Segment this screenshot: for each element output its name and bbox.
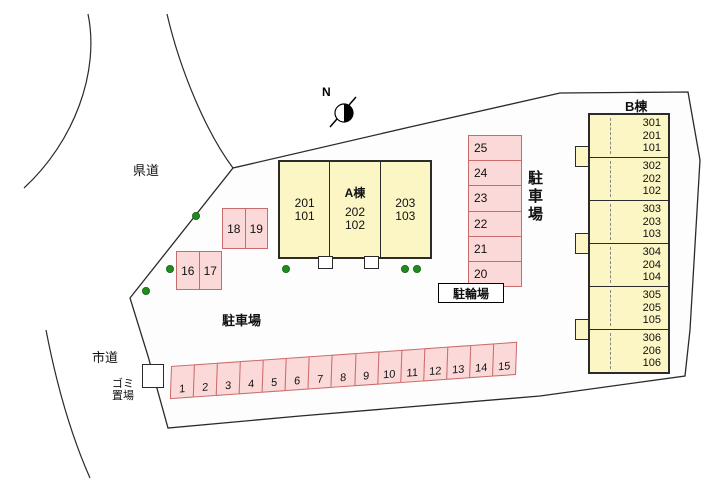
unit-number-upper: 202 [344, 205, 365, 219]
building-a-name: A棟 [344, 186, 366, 200]
unit-number-2f: 202 [642, 172, 661, 185]
parking-column-20-25: 25 24 23 22 21 20 [468, 135, 522, 288]
unit-number-1f: 102 [642, 185, 661, 198]
unit-number-1f: 101 [642, 142, 661, 155]
parking-stall: 10 [376, 349, 403, 385]
bicycle-parking-label: 駐輪場 [438, 283, 504, 303]
building-b-name: B棟 [625, 99, 648, 114]
building-a-unit-1: 201 101 [280, 162, 329, 257]
unit-number-3f: 306 [642, 332, 661, 345]
prefectural-road-outer-edge [23, 13, 92, 189]
north-label: N [322, 85, 331, 99]
building-b-unit-5: 305 205 105 [590, 286, 668, 329]
building-a-unit-2: A棟 202 102 [329, 162, 379, 257]
unit-number-lower: 102 [344, 218, 365, 232]
parking-stall: 15 [491, 341, 518, 377]
garbage-label-line1: ゴミ [112, 378, 134, 390]
parking-group-16-17: 16 17 [176, 251, 222, 290]
north-arrow-halffill [344, 104, 353, 122]
unit-number-3f: 301 [642, 117, 661, 130]
north-arrow: N [322, 85, 357, 128]
parking-stall: 18 [222, 208, 246, 249]
parking-stall: 8 [330, 353, 357, 388]
unit-number-lower: 101 [294, 208, 315, 223]
garbage-area-label: ゴミ 置場 [112, 378, 134, 402]
trees [141, 211, 421, 295]
parking-stall: 5 [261, 357, 288, 393]
parking-stall: 12 [422, 346, 449, 382]
parking-stall: 6 [284, 356, 311, 392]
parking-stall: 13 [445, 345, 472, 380]
unit-number-2f: 201 [642, 129, 661, 142]
unit-number-2f: 204 [642, 258, 661, 271]
unit-number-3f: 303 [642, 203, 661, 216]
unit-number-lower: 103 [395, 208, 416, 223]
prefectural-road-label: 県道 [133, 163, 160, 178]
unit-number-3f: 302 [642, 160, 661, 173]
tree-icon [400, 264, 409, 273]
tree-icon [412, 264, 421, 273]
tree-icon [281, 264, 290, 273]
building-b-unit-6: 306 206 106 [590, 329, 668, 372]
parking-stall: 7 [307, 354, 334, 390]
unit-number-2f: 205 [642, 301, 661, 314]
building-a-entrance [318, 256, 333, 269]
unit-number-upper: 203 [395, 195, 416, 210]
building-a: 201 101 A棟 202 102 203 103 [278, 160, 432, 259]
parking-stall: 3 [215, 361, 242, 396]
parking-area-label-left: 駐車場 [222, 313, 262, 328]
parking-stall: 14 [468, 343, 495, 379]
city-road-label: 市道 [92, 350, 119, 365]
parking-stall: 16 [176, 251, 200, 290]
parking-stall: 11 [399, 348, 426, 384]
building-b-unit-4: 304 204 104 [590, 243, 668, 286]
unit-number-2f: 203 [642, 215, 661, 228]
unit-number-1f: 105 [642, 314, 661, 327]
building-b-unit-1: 301 201 101 [590, 115, 668, 157]
parking-stall: 9 [353, 351, 380, 387]
parking-stall: 2 [192, 362, 219, 398]
parking-stall: 1 [169, 364, 196, 400]
unit-number-2f: 206 [642, 344, 661, 357]
parking-area-label-right: 駐車場 [526, 170, 543, 224]
garbage-label-line2: 置場 [112, 390, 134, 402]
parking-stall: 17 [198, 251, 222, 290]
unit-number-1f: 104 [642, 271, 661, 284]
city-road-edge [45, 329, 91, 479]
parking-stall: 23 [468, 185, 522, 212]
parking-stall: 22 [468, 210, 522, 237]
unit-number-1f: 103 [642, 228, 661, 241]
building-b: 301 201 101 302 202 102 303 203 103 304 … [588, 113, 670, 374]
tree-icon [141, 286, 150, 295]
site-boundary [129, 91, 701, 429]
building-a-unit-3: 203 103 [379, 162, 430, 257]
parking-stall: 4 [238, 359, 265, 395]
prefectural-road-inner-edge [166, 13, 234, 169]
unit-number-3f: 305 [642, 289, 661, 302]
parking-stall: 21 [468, 235, 522, 262]
building-b-unit-2: 302 202 102 [590, 157, 668, 200]
tree-icon [191, 211, 200, 220]
parking-stall: 24 [468, 160, 522, 187]
building-a-entrance [364, 256, 379, 269]
unit-number-3f: 304 [642, 246, 661, 259]
garbage-box [142, 364, 164, 388]
parking-stall: 25 [468, 135, 522, 162]
unit-number-upper: 201 [294, 195, 315, 210]
tree-icon [165, 264, 174, 273]
building-b-unit-3: 303 203 103 [590, 200, 668, 243]
parking-group-18-19: 18 19 [222, 208, 268, 249]
unit-number-1f: 106 [642, 357, 661, 370]
parking-stall: 19 [244, 208, 268, 249]
